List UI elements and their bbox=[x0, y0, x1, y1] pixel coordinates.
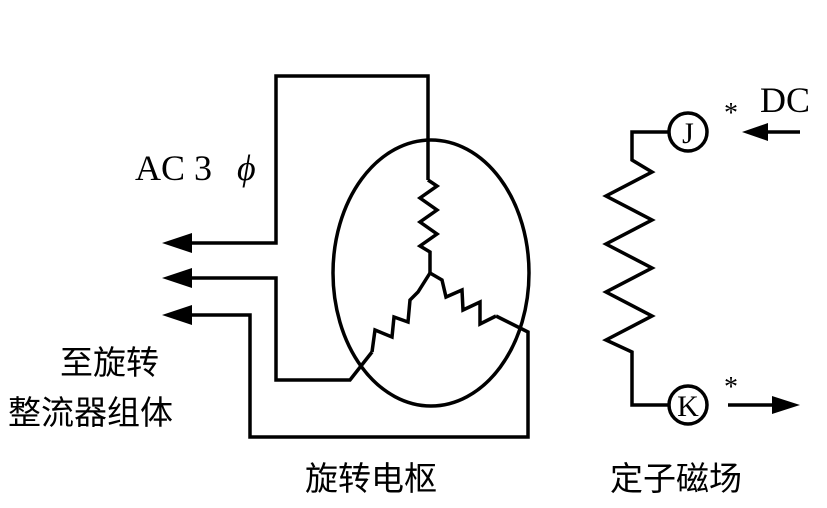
rotor-ellipse bbox=[331, 138, 531, 408]
phase-c-wire bbox=[185, 313, 530, 439]
phi-symbol: ϕ bbox=[237, 148, 256, 188]
dc-label: DC bbox=[760, 80, 810, 120]
phase-b-wire bbox=[185, 276, 374, 382]
stator-field-label: 定子磁场 bbox=[610, 459, 742, 498]
to-rectifier-label-line1: 至旋转 bbox=[60, 343, 159, 382]
terminal-k-star: * bbox=[724, 372, 738, 403]
to-rectifier-label-line2: 整流器组体 bbox=[8, 393, 173, 432]
rotating-armature-label: 旋转电枢 bbox=[305, 459, 437, 498]
terminal-j-label: J bbox=[682, 117, 694, 150]
terminal-k-circle bbox=[667, 384, 709, 426]
phase-c-winding bbox=[429, 271, 497, 327]
arrow-left-icon bbox=[162, 233, 192, 253]
stator-field-winding bbox=[602, 130, 670, 407]
ac-label: AC 3 bbox=[135, 148, 212, 188]
terminal-j-star: * bbox=[724, 98, 738, 129]
arrow-left-icon bbox=[162, 305, 192, 325]
terminal-k-label: K bbox=[677, 390, 699, 423]
phase-b-winding bbox=[370, 272, 432, 353]
arrow-left-icon bbox=[742, 123, 768, 141]
arrow-left-icon bbox=[162, 268, 192, 288]
phase-a-winding bbox=[416, 178, 441, 273]
phase-a-wire bbox=[185, 74, 430, 245]
arrow-right-icon bbox=[772, 396, 800, 414]
terminal-j-circle bbox=[667, 111, 709, 153]
